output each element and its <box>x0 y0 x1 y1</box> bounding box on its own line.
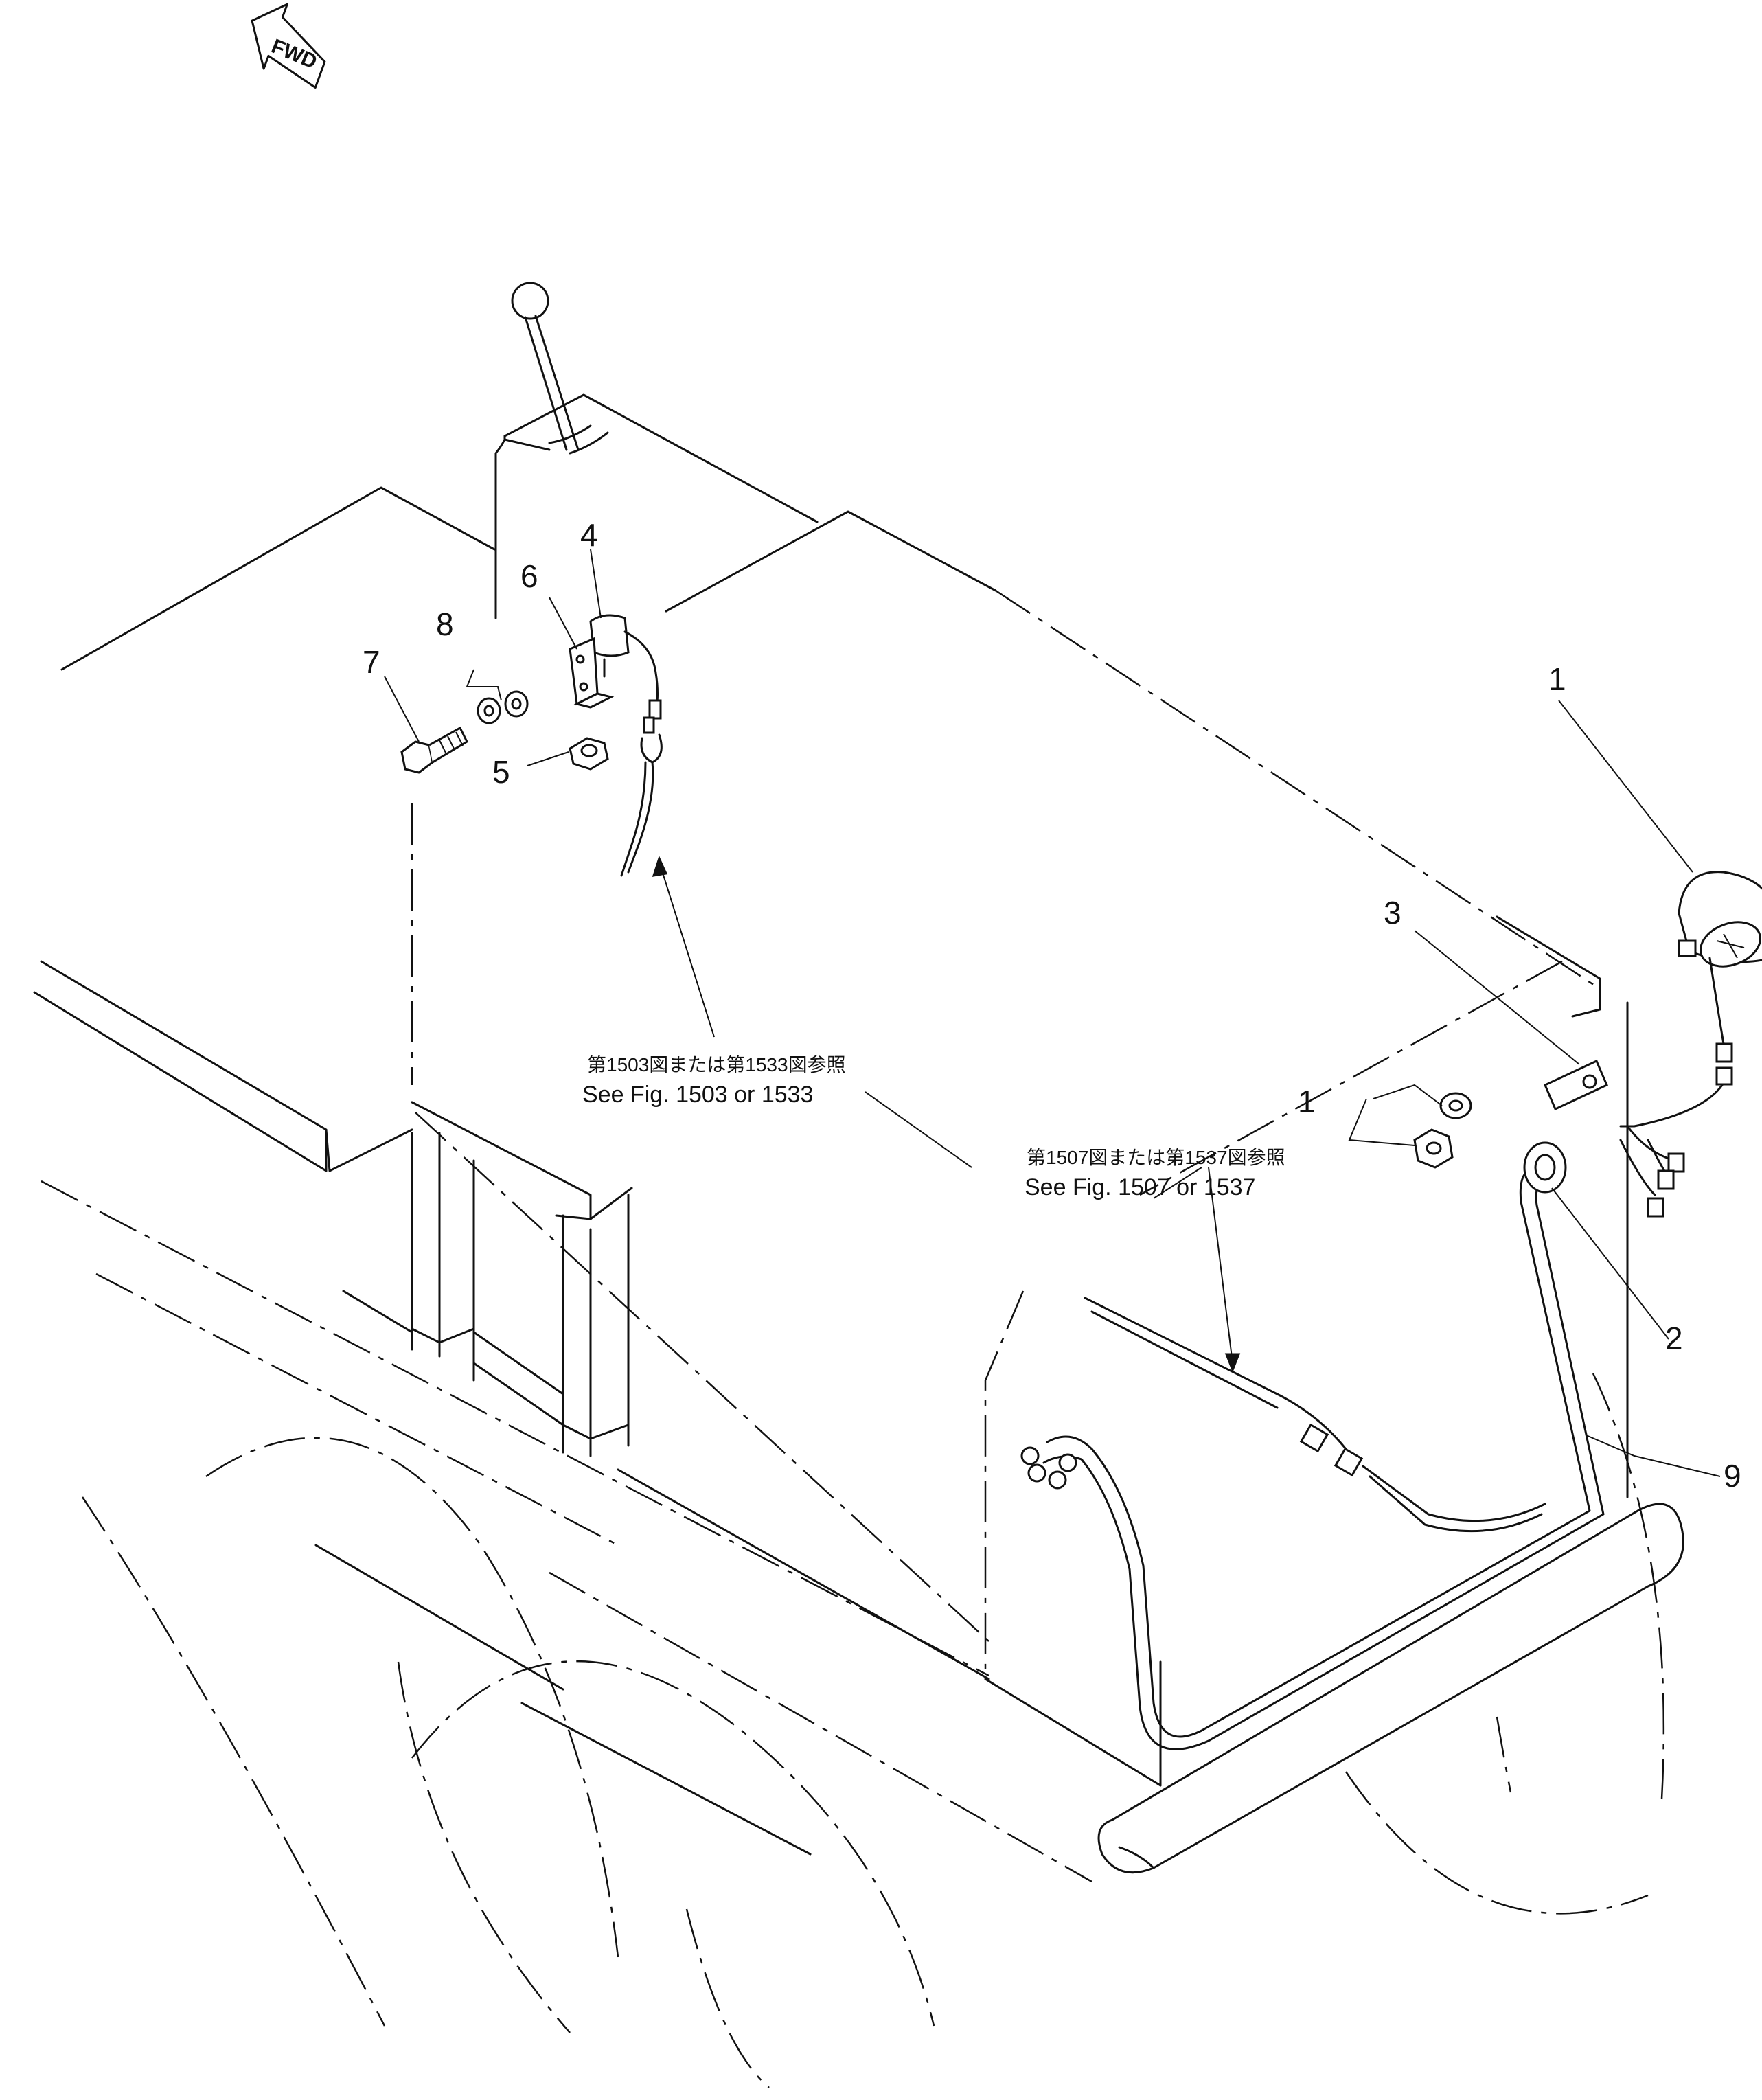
reference-upper-en: See Fig. 1503 or 1533 <box>582 1082 813 1108</box>
fwd-arrow-icon: FWD <box>251 3 326 89</box>
washer-and-nut <box>1413 1092 1472 1169</box>
reference-upper-jp: 第1503図または第1533図参照 <box>587 1054 846 1075</box>
support-posts <box>342 1132 630 1457</box>
left-deck <box>33 486 496 1172</box>
callout-5: 5 <box>492 754 510 790</box>
leader-lines <box>384 549 1721 1477</box>
grommet <box>1523 1141 1567 1194</box>
callout-4: 4 <box>580 517 598 553</box>
rear-lamp <box>1619 871 1762 1218</box>
wiring-harness <box>1020 1166 1605 1750</box>
switch-assembly <box>569 614 663 877</box>
callout-3: 3 <box>1384 895 1401 931</box>
nut <box>569 737 609 771</box>
reference-lower-en: See Fig. 1507 or 1537 <box>1025 1174 1255 1200</box>
rear-bumper <box>1097 1503 1684 1874</box>
callout-6: 6 <box>520 558 538 594</box>
console-block <box>494 393 819 619</box>
callout-8: 8 <box>436 606 454 642</box>
chassis-lines <box>41 1180 1092 1883</box>
reference-lower-jp: 第1507図または第1537図参照 <box>1027 1147 1285 1168</box>
callout-2: 2 <box>1665 1321 1683 1356</box>
hood-body <box>411 510 1629 1787</box>
control-lever <box>511 282 580 451</box>
washers <box>477 690 529 724</box>
callout-7: 7 <box>363 644 380 680</box>
bracket <box>1544 1059 1608 1111</box>
reference-upper: 第1503図または第1533図参照 See Fig. 1503 or 1533 <box>582 1054 846 1108</box>
reference-lower: 第1507図または第1537図参照 See Fig. 1507 or 1537 <box>1025 1147 1285 1200</box>
callout-9: 9 <box>1724 1458 1741 1494</box>
callout-1-lamp: 1 <box>1548 661 1566 697</box>
fwd-label: FWD <box>268 35 320 73</box>
bolt <box>400 726 468 774</box>
callouts: 1 1 2 3 4 5 6 7 8 9 <box>363 517 1741 1494</box>
callout-1-hardware: 1 <box>1298 1084 1316 1119</box>
wheels <box>81 1373 1665 2088</box>
